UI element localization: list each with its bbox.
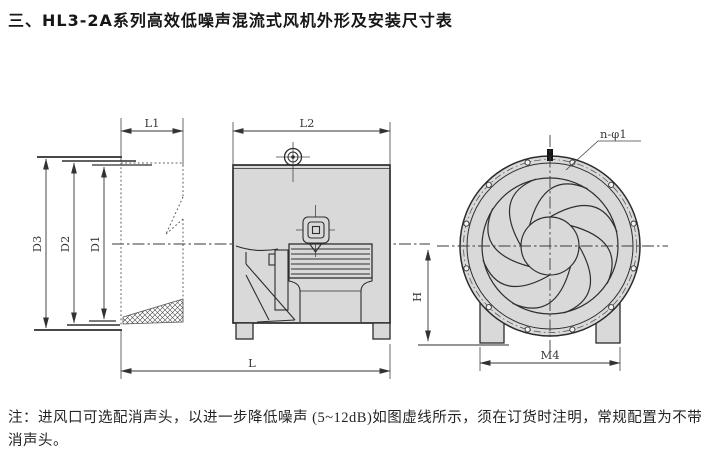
diameter-dimensions: D3 D2 D1 (30, 158, 107, 329)
dim-label-d2: D2 (58, 236, 72, 253)
dim-label-l: L (248, 356, 256, 370)
fan-front-view: n-φ1 H M4 (410, 127, 668, 371)
fan-foot-left (235, 322, 254, 340)
inlet-cone (235, 245, 296, 323)
dim-label-l2: L2 (300, 116, 315, 130)
dim-label-m4: M4 (540, 348, 559, 362)
fan-side-view: L2 (232, 116, 391, 340)
dim-label-d3: D3 (30, 236, 44, 253)
silencer-dashed-outline (120, 162, 184, 325)
dim-label-d1: D1 (88, 236, 102, 253)
silencer-inlet-view: D3 D2 D1 L1 L (30, 116, 430, 379)
m4-dimension: M4 (479, 347, 621, 371)
lifting-eye (276, 142, 310, 182)
footnote: 注：进风口可选配消声头，以进一步降低噪声 (5~12dB)如图虚线所示，须在订货… (8, 410, 703, 449)
dim-label-l1: L1 (145, 116, 160, 130)
dim-label-h: H (410, 292, 424, 302)
dim-label-bolt-holes: n-φ1 (600, 127, 627, 141)
top-key-mark (547, 149, 553, 161)
motor (288, 243, 373, 322)
hatch-wedge (122, 298, 184, 325)
l2-dimension: L2 (232, 116, 391, 170)
l-dimension: L (120, 330, 391, 379)
h-dimension: H (410, 249, 431, 342)
page-title: 三、HL3-2A系列高效低噪声混流式风机外形及安装尺寸表 (8, 11, 453, 30)
bolt-holes (463, 159, 637, 333)
fan-dimension-drawing: D3 D2 D1 L1 L (30, 116, 668, 379)
bolt-hole-callout: n-φ1 (565, 127, 641, 171)
l1-dimension: L1 (120, 116, 184, 165)
impeller-blades (482, 178, 618, 314)
junction-box (296, 205, 335, 257)
fan-foot-right (372, 322, 391, 340)
